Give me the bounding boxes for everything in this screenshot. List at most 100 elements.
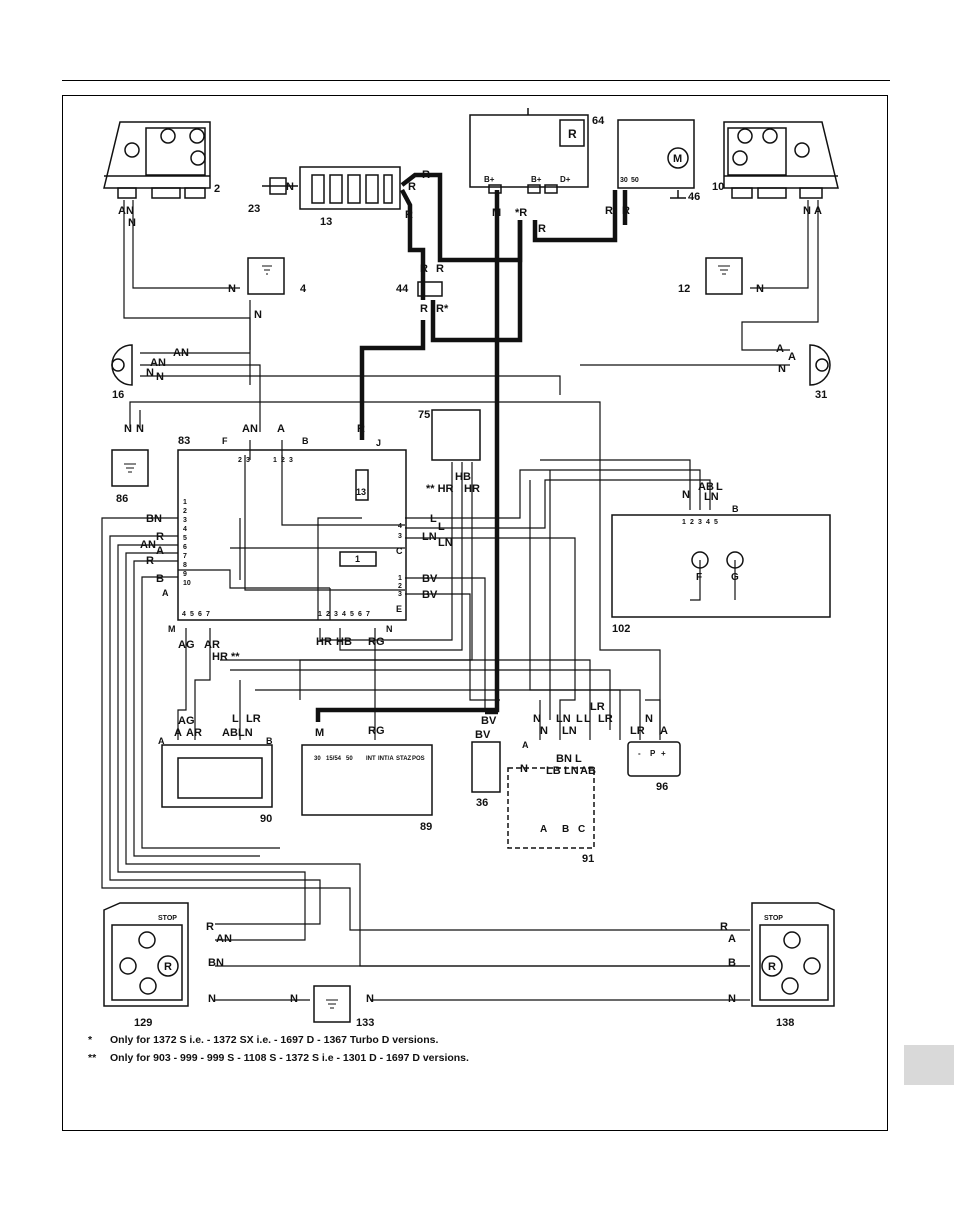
pin-number: 3 [398, 591, 402, 598]
wire-label: RG [368, 636, 385, 648]
switch-a: A [540, 824, 547, 835]
ref-91: 91 [582, 853, 594, 865]
wire-label: HR ** [212, 651, 240, 663]
wire-label: LN [704, 491, 719, 503]
labels: 2 4 10 12 13 16 23 31 36 44 46 64 75 83 … [112, 115, 827, 1029]
footnote-mark: ** [88, 1052, 97, 1064]
thin-wiring [101, 200, 819, 1001]
wire-label: N [290, 993, 298, 1005]
ignition-pin: 50 [346, 756, 353, 762]
regulator-label: R [568, 127, 577, 141]
sensor-pin: - [638, 749, 641, 758]
wire-label: N [286, 181, 294, 193]
wire-label: N [778, 363, 786, 375]
wire-label: BN [146, 513, 162, 525]
wire-label: N [728, 993, 736, 1005]
connector-n: N [386, 624, 393, 634]
component-outlines [103, 108, 839, 1023]
ref-83: 83 [178, 435, 190, 447]
wire-label: N [645, 713, 653, 725]
sensor-pin: P [650, 749, 656, 758]
wire-label: N [682, 489, 690, 501]
wire-label: N [208, 993, 216, 1005]
connector-b: B [732, 504, 739, 514]
pin-number: 1 [682, 519, 686, 526]
connector-c: C [396, 546, 403, 556]
wire-label: AN [140, 539, 156, 551]
pin-number: 3 [246, 457, 250, 464]
footnote-text: Only for 1372 S i.e. - 1372 SX i.e. - 16… [110, 1034, 439, 1046]
wire-label: AN [242, 423, 258, 435]
pin-number: 3 [289, 457, 293, 464]
pin-number: 2 [183, 508, 187, 515]
pin-number: 2 [398, 583, 402, 590]
pin-number: 5 [183, 535, 187, 542]
ref-129: 129 [134, 1017, 152, 1029]
wire-label: BN [208, 957, 224, 969]
ref-46: 46 [688, 191, 700, 203]
wire-label: N [756, 283, 764, 295]
pin-number: 9 [183, 571, 187, 578]
connector-b: B [302, 436, 309, 446]
wire-label: N [228, 283, 236, 295]
wire-label: HB [336, 636, 352, 648]
ignition-pin: 30 [314, 756, 321, 762]
ref-64: 64 [592, 115, 605, 127]
ref-96: 96 [656, 781, 668, 793]
pin-number: 2 [326, 611, 330, 618]
wire-label: M [492, 207, 501, 219]
ref-36: 36 [476, 797, 488, 809]
wire-label: R [357, 423, 365, 435]
page-tab [904, 1045, 954, 1085]
wire-label: LN [564, 765, 579, 777]
wire-label: N [533, 713, 541, 725]
heavy-wiring [315, 172, 628, 722]
footnote-mark: * [88, 1034, 93, 1046]
connector-f: F [222, 436, 228, 446]
pin-number: 4 [706, 519, 710, 526]
wire-label: AB [222, 727, 238, 739]
sensor-pin: + [661, 749, 666, 758]
connector-a: A [522, 740, 529, 750]
connector-j: J [376, 438, 381, 448]
pin-number: 4 [342, 611, 346, 618]
header-rule [62, 80, 890, 81]
wire-label: N [146, 367, 154, 379]
wire-label: A [788, 351, 796, 363]
wire-label: AN [173, 347, 189, 359]
wire-label: R [156, 531, 164, 543]
wire-label: LN [556, 713, 571, 725]
ignition-pin: POS [412, 756, 425, 762]
wire-label: R [420, 303, 428, 315]
pin-number: 4 [182, 611, 186, 618]
starter-terminal: 30 [620, 177, 628, 184]
reverse-lamp-label: R [164, 961, 172, 973]
wire-label: R [146, 555, 154, 567]
ref-89: 89 [420, 821, 432, 833]
wire-label: LN [422, 531, 437, 543]
wire-label: N [520, 763, 528, 775]
footnote-text: Only for 903 - 999 - 999 S - 1108 S - 13… [110, 1052, 469, 1064]
wire-label: BV [481, 715, 497, 727]
wire-label: L [232, 713, 239, 725]
wire-label: N [254, 309, 262, 321]
wire-label: L [716, 481, 723, 493]
wire-label: *R [515, 207, 527, 219]
alternator-bplus: B+ [484, 175, 495, 184]
ref-13: 13 [320, 216, 332, 228]
wire-label: R [405, 209, 413, 221]
wire-label: N [540, 725, 548, 737]
wire-label: A [776, 343, 784, 355]
wire-label: L [575, 753, 582, 765]
ref-12: 12 [678, 283, 690, 295]
pin-number: 2 [281, 457, 285, 464]
pin-number: 2 [690, 519, 694, 526]
pin-number: 10 [183, 580, 191, 587]
wire-label: A [728, 933, 736, 945]
wire-label: LR [246, 713, 261, 725]
wire-label: LR [630, 725, 645, 737]
pin-number: 1 [273, 457, 277, 464]
wire-label: A [660, 725, 668, 737]
wire-label: LN [562, 725, 577, 737]
switch-b: B [562, 824, 569, 835]
